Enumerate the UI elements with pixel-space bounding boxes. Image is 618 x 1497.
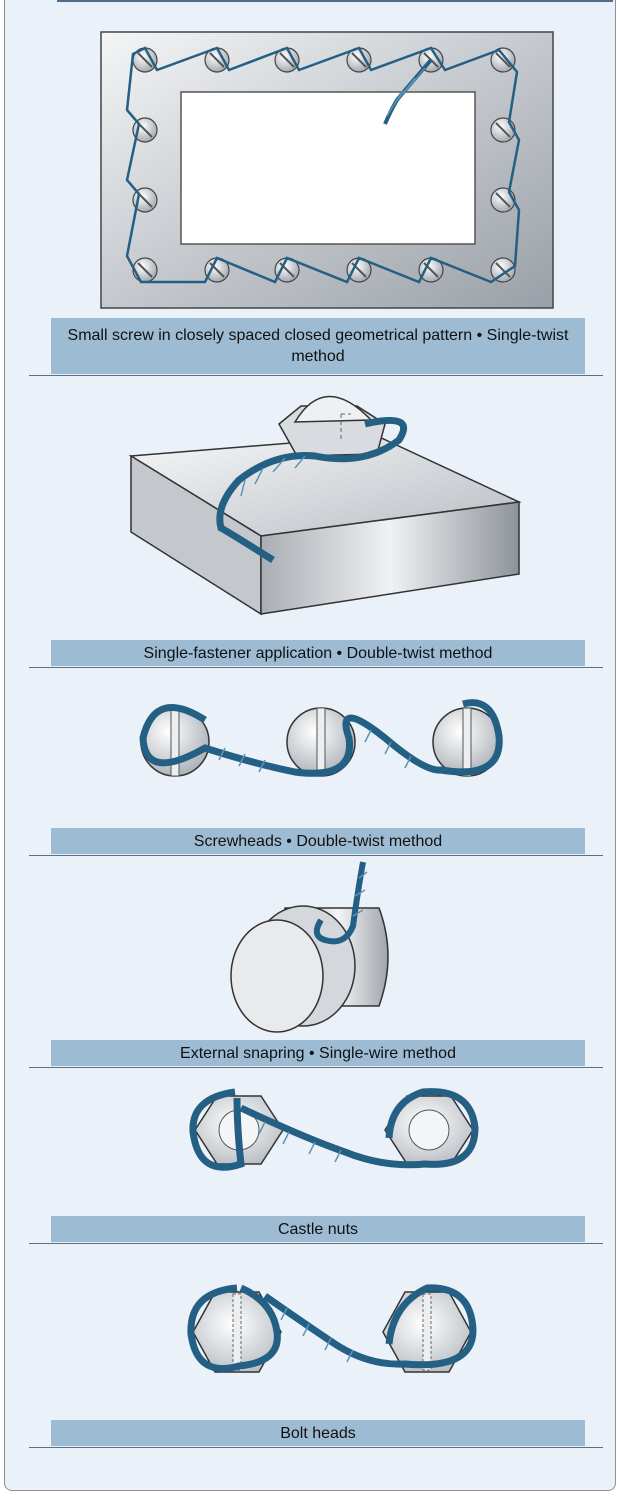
panel-screwheads: Screwheads • Double-twist method bbox=[5, 668, 615, 856]
caption-4: External snapring • Single-wire method bbox=[51, 1040, 585, 1066]
plate-cutout bbox=[180, 91, 476, 245]
panel-snapring: External snapring • Single-wire method bbox=[5, 856, 615, 1068]
dome-cap bbox=[293, 395, 373, 423]
screwheads-illustration bbox=[139, 699, 503, 777]
bolt-heads-illustration bbox=[187, 1284, 477, 1373]
panel-screw-plate: Small screw in closely spaced closed geo… bbox=[5, 20, 615, 376]
caption-3: Screwheads • Double-twist method bbox=[51, 828, 585, 854]
caption-rule bbox=[29, 1067, 603, 1068]
bolt-heads bbox=[192, 1291, 472, 1373]
safety-wire bbox=[313, 861, 366, 945]
caption-5: Castle nuts bbox=[51, 1216, 585, 1242]
safety-wire bbox=[189, 1088, 479, 1171]
panel-single-fastener: Single-fastener application • Double-twi… bbox=[5, 376, 615, 668]
block-right bbox=[260, 501, 520, 615]
caption-2: Single-fastener application • Double-twi… bbox=[51, 640, 585, 666]
snapring-illustration bbox=[230, 861, 389, 1033]
caption-1: Small screw in closely spaced closed geo… bbox=[51, 318, 585, 374]
caption-rule bbox=[29, 667, 603, 668]
caption-rule bbox=[29, 855, 603, 856]
safety-wire bbox=[187, 1284, 477, 1373]
caption-rule bbox=[29, 1447, 603, 1448]
castle-nuts-illustration bbox=[189, 1088, 479, 1171]
caption-rule bbox=[29, 375, 603, 376]
screw-plate-illustration bbox=[100, 31, 554, 309]
caption-6: Bolt heads bbox=[51, 1420, 585, 1446]
panel-castle-nuts: Castle nuts bbox=[5, 1068, 615, 1244]
figure-page: Small screw in closely spaced closed geo… bbox=[4, 0, 616, 1491]
screw-slots bbox=[137, 52, 511, 278]
caption-rule bbox=[29, 1243, 603, 1244]
safety-wire bbox=[139, 699, 503, 777]
single-fastener-illustration bbox=[128, 395, 522, 616]
safety-wire bbox=[216, 416, 408, 563]
top-rule bbox=[57, 0, 613, 2]
panel-bolt-heads: Bolt heads bbox=[5, 1244, 615, 1448]
end-cap bbox=[230, 919, 324, 1033]
safety-wire bbox=[125, 46, 521, 284]
screw-heads bbox=[140, 707, 502, 777]
